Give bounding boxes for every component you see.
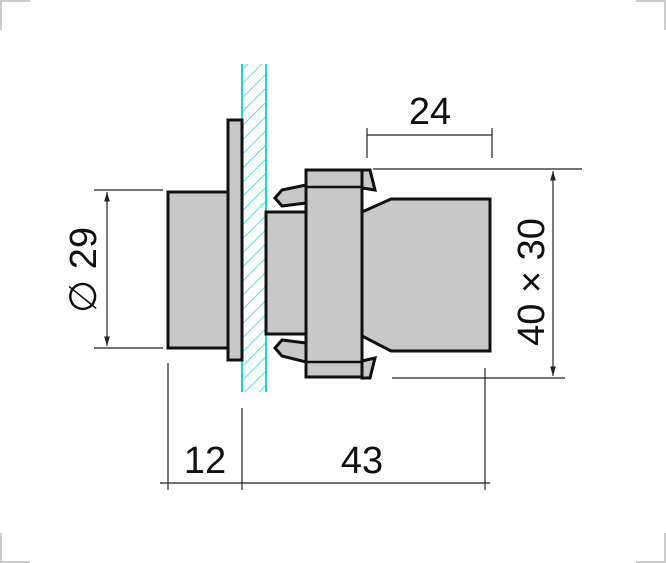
- clip-top: [360, 168, 378, 192]
- body-length-dimension: 24: [366, 91, 493, 158]
- button-head: [166, 190, 230, 350]
- rear-stub: [264, 210, 308, 336]
- clip-bottom: [360, 355, 378, 380]
- diameter-label: ∅ 29: [63, 227, 105, 313]
- latch-tab-bottom: [273, 338, 308, 364]
- front-length-label: 12: [184, 440, 226, 482]
- body-size-dimension: 40 × 30: [373, 168, 582, 379]
- body-size-label: 40 × 30: [511, 218, 553, 346]
- body-length-label: 24: [409, 91, 451, 133]
- mounting-panel: [241, 64, 267, 392]
- diameter-dimension: ∅ 29: [63, 189, 163, 349]
- length-dimensions: 12 43: [160, 363, 490, 490]
- bezel-flange: [226, 118, 244, 362]
- contact-block: [360, 197, 492, 353]
- latch-tab-top: [273, 183, 308, 208]
- rear-length-label: 43: [341, 440, 383, 482]
- mounting-body: [304, 168, 364, 379]
